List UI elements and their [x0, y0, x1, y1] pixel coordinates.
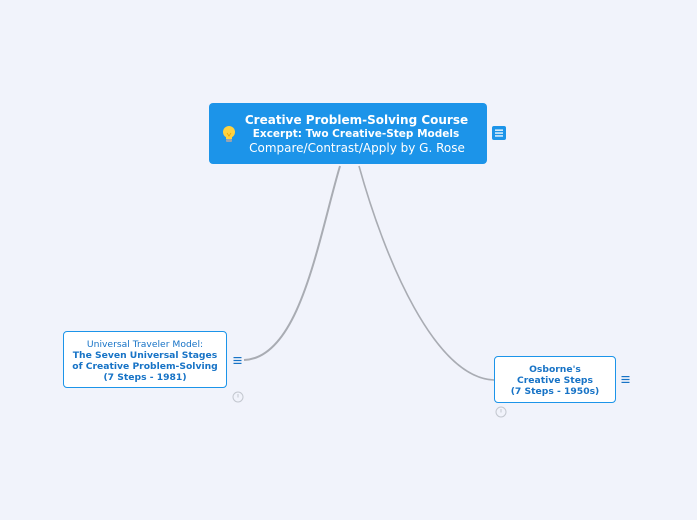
subtopic-universal-traveler[interactable]: Universal Traveler Model: The Seven Univ… — [63, 331, 227, 388]
subtopic-left-line3: of Creative Problem-Solving — [72, 361, 218, 372]
lightbulb-icon — [223, 126, 235, 142]
central-title: Creative Problem-Solving Course — [244, 113, 469, 127]
subtopic-left-menu-icon[interactable] — [232, 355, 243, 366]
connector-right — [358, 165, 495, 381]
subtopic-right-clock-icon[interactable] — [495, 406, 507, 418]
subtopic-left-line4: (7 Steps - 1981) — [103, 372, 187, 383]
subtopic-right-line2: Creative Steps — [517, 375, 593, 386]
subtopic-left-clock-icon[interactable] — [232, 391, 244, 403]
subtopic-right-line3: (7 Steps - 1950s) — [510, 386, 600, 397]
subtopic-right-menu-icon[interactable] — [620, 374, 631, 385]
central-topic[interactable]: Creative Problem-Solving Course Excerpt:… — [209, 103, 487, 164]
central-menu-icon[interactable] — [492, 126, 506, 140]
subtopic-osborne[interactable]: Osborne's Creative Steps (7 Steps - 1950… — [494, 356, 616, 403]
connector-left — [243, 165, 341, 361]
subtopic-left-line1: Universal Traveler Model: — [86, 339, 204, 350]
subtopic-right-line1: Osborne's — [529, 364, 581, 375]
subtopic-left-line2: The Seven Universal Stages — [72, 350, 218, 361]
central-author: Compare/Contrast/Apply by G. Rose — [249, 141, 465, 155]
central-subtitle: Excerpt: Two Creative-Step Models — [252, 128, 460, 140]
